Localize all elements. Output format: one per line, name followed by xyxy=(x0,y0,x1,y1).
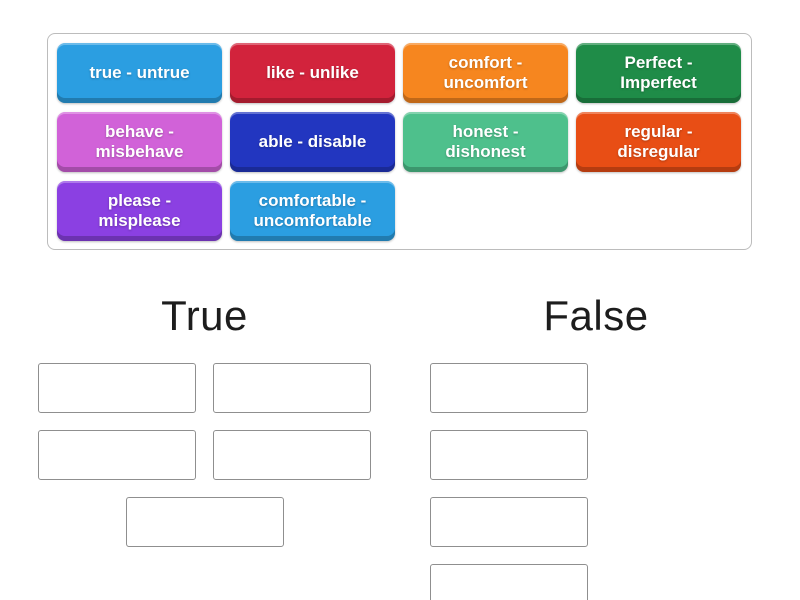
word-tile[interactable]: able - disable xyxy=(230,112,395,172)
drop-slot[interactable] xyxy=(430,430,588,480)
drop-slot[interactable] xyxy=(430,497,588,547)
drop-slot[interactable] xyxy=(430,363,588,413)
group-title-true: True xyxy=(161,292,248,339)
word-tile[interactable]: comfort - uncomfort xyxy=(403,43,568,103)
word-tile[interactable]: regular - disregular xyxy=(576,112,741,172)
word-tile[interactable]: behave - misbehave xyxy=(57,112,222,172)
drop-slot[interactable] xyxy=(213,430,371,480)
word-tile[interactable]: true - untrue xyxy=(57,43,222,103)
group-title-false: False xyxy=(543,292,649,339)
word-tile[interactable]: like - unlike xyxy=(230,43,395,103)
drop-zone-true xyxy=(38,363,371,547)
word-tile[interactable]: comfortable - uncomfortable xyxy=(230,181,395,241)
word-tile[interactable]: please - misplease xyxy=(57,181,222,241)
drop-slot[interactable] xyxy=(430,564,588,600)
word-tile-tray: true - untrue like - unlike comfort - un… xyxy=(47,33,752,250)
drop-slot[interactable] xyxy=(38,430,196,480)
drop-slot[interactable] xyxy=(125,497,284,547)
drop-slot[interactable] xyxy=(38,363,196,413)
drop-zone-false xyxy=(430,363,762,600)
drop-slot[interactable] xyxy=(213,363,371,413)
word-tile[interactable]: honest - dishonest xyxy=(403,112,568,172)
word-tile[interactable]: Perfect - Imperfect xyxy=(576,43,741,103)
